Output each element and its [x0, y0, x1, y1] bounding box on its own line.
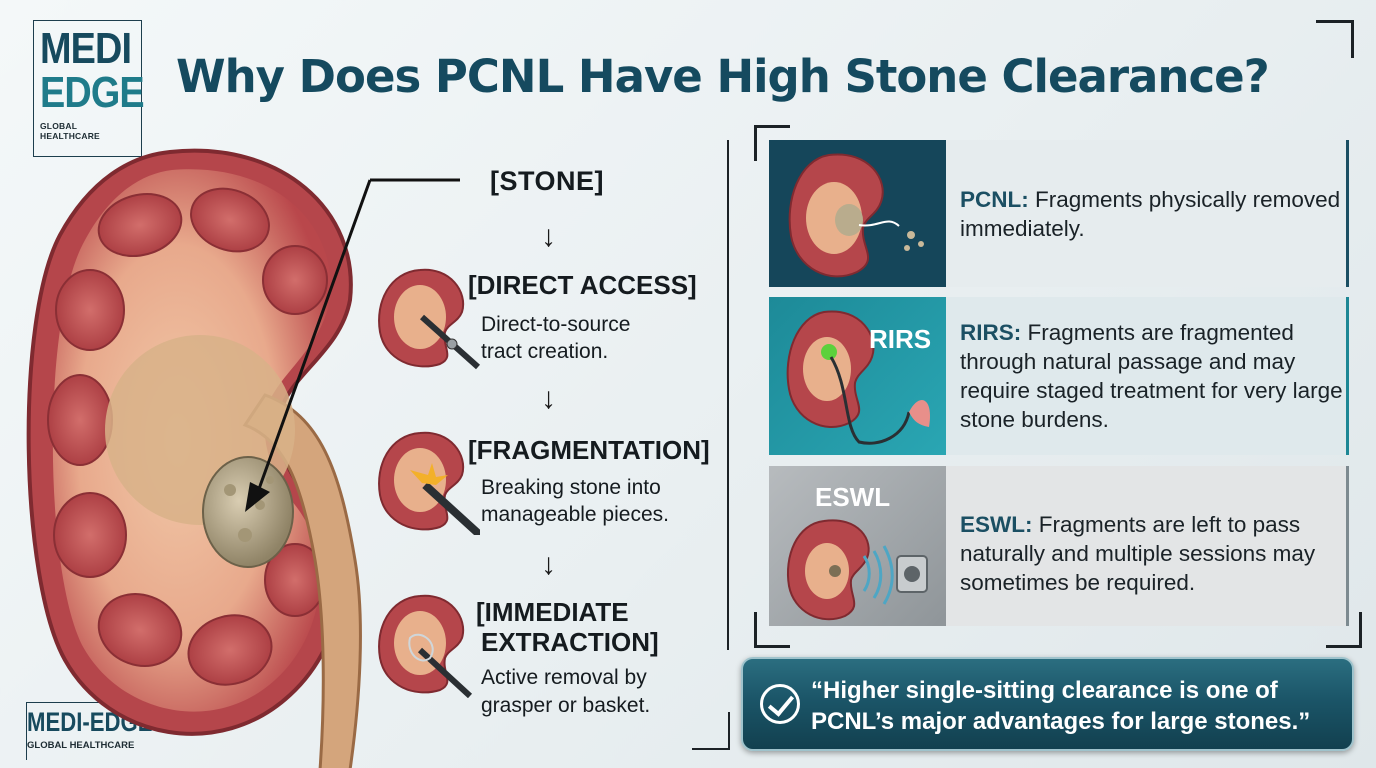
- quote-banner: “Higher single-sitting clearance is one …: [741, 657, 1354, 751]
- fragmentation-kidney-icon: [378, 431, 480, 535]
- pcnl-kidney-icon: [769, 140, 946, 287]
- rirs-panel: RIRS RIRS: Fragments are fragmented thro…: [769, 297, 1349, 455]
- eswl-label: ESWL:: [960, 511, 1033, 537]
- corner-bracket-panels-bottom-right: [1326, 612, 1362, 648]
- corner-bracket-top-right: [1316, 20, 1354, 58]
- step-direct-access-heading: [DIRECT ACCESS]: [468, 270, 697, 300]
- pcnl-label: PCNL:: [960, 186, 1029, 212]
- extraction-kidney-icon: [378, 594, 473, 698]
- eswl-panel: ESWL ESWL: Fragments are left to pass na…: [769, 466, 1349, 626]
- step-extraction-heading-line2: EXTRACTION]: [481, 627, 659, 657]
- stone-label: [STONE]: [490, 166, 605, 196]
- step-fragmentation-line1: Breaking stone into: [481, 476, 661, 499]
- corner-bracket-panels-bottom-left: [754, 612, 790, 648]
- logo-top: MEDI EDGE GLOBAL HEALTHCARE: [33, 20, 145, 157]
- eswl-kidney-icon: [769, 466, 946, 626]
- quote-line2: PCNL’s major advantages for large stones…: [811, 708, 1311, 735]
- flow-arrow-3: ↓: [541, 548, 556, 581]
- logo-bottom-subtitle: GLOBAL HEALTHCARE: [27, 740, 135, 751]
- step-fragmentation-line2: manageable pieces.: [481, 503, 669, 526]
- direct-access-kidney-icon: [378, 268, 480, 370]
- flow-arrow-2: ↓: [541, 382, 556, 415]
- pcnl-text: Fragments physically removed immediately…: [960, 186, 1341, 241]
- step-fragmentation-heading: [FRAGMENTATION]: [468, 435, 710, 465]
- checkmark-icon: [760, 684, 800, 724]
- pcnl-panel: PCNL: Fragments physically removed immed…: [769, 140, 1349, 287]
- logo-top-subtitle: GLOBAL HEALTHCARE: [40, 121, 100, 141]
- corner-bracket-panels-top-left: [754, 125, 790, 161]
- eswl-description: ESWL: Fragments are left to pass natural…: [946, 466, 1346, 626]
- quote-text: “Higher single-sitting clearance is one …: [811, 675, 1341, 737]
- step-direct-access-line2: tract creation.: [481, 340, 609, 363]
- eswl-tag: ESWL: [815, 482, 891, 512]
- quote-line1: “Higher single-sitting clearance is one …: [811, 677, 1278, 704]
- step-extraction-heading-line1: [IMMEDIATE: [476, 597, 629, 627]
- rirs-tag: RIRS: [869, 324, 932, 354]
- pcnl-description: PCNL: Fragments physically removed immed…: [946, 140, 1346, 287]
- step-extraction-line2: grasper or basket.: [481, 694, 651, 717]
- logo-top-line1: MEDI: [40, 24, 132, 73]
- kidney-cross-section-illustration: [26, 148, 460, 768]
- rirs-description: RIRS: Fragments are fragmented through n…: [946, 297, 1346, 455]
- divider-line: [727, 140, 729, 650]
- logo-top-line2: EDGE: [40, 68, 145, 117]
- rirs-kidney-icon: [769, 297, 946, 455]
- rirs-text: Fragments are fragmented through natural…: [960, 320, 1343, 432]
- corner-bracket-bottom-middle: [692, 712, 730, 750]
- rirs-label: RIRS:: [960, 320, 1022, 345]
- step-extraction-line1: Active removal by: [481, 666, 647, 689]
- page-title: Why Does PCNL Have High Stone Clearance?: [176, 50, 1270, 103]
- eswl-text: Fragments are left to pass naturally and…: [960, 511, 1316, 595]
- flow-arrow-1: ↓: [541, 220, 556, 253]
- step-direct-access-line1: Direct-to-source: [481, 313, 631, 336]
